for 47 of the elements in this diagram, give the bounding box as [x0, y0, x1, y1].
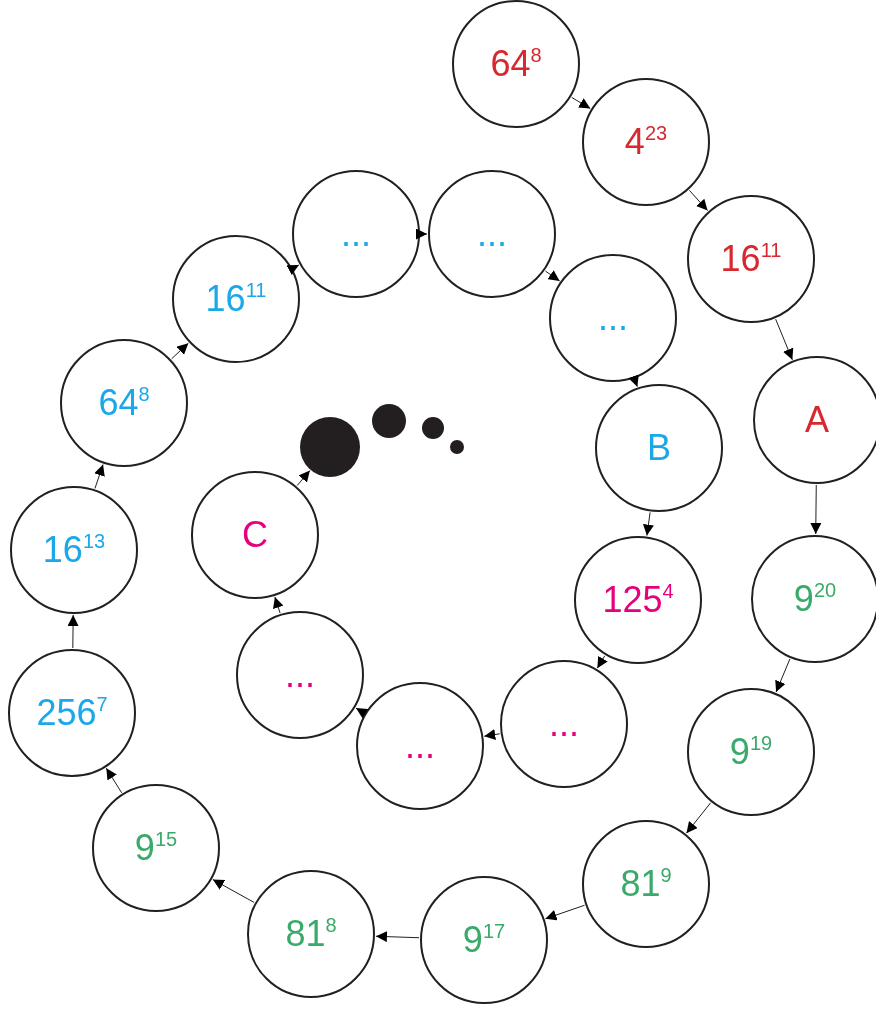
arrow: [810, 484, 822, 535]
arrow: [171, 342, 189, 360]
arrow: [544, 904, 586, 921]
arrow: [775, 658, 791, 693]
node-label: B: [647, 430, 671, 466]
arrow: [416, 228, 428, 240]
arrow: [212, 879, 255, 903]
arrow: [544, 270, 561, 282]
arrow: [596, 655, 608, 669]
arrow: [685, 802, 712, 834]
arrow: [355, 707, 369, 719]
node-label: ...: [549, 706, 579, 742]
node-label: 16$^{11}$: [720, 241, 782, 277]
node-label: ...: [477, 216, 507, 252]
arrow: [286, 264, 300, 276]
node-label: 9$^{15}$: [134, 830, 178, 866]
node-label: 16$^{11}$: [205, 281, 267, 317]
node-label: C: [242, 517, 268, 553]
node-label: 16$^{13}$: [42, 532, 106, 568]
node-label: ...: [598, 300, 628, 336]
node-label: 256$^{7}$: [36, 695, 108, 731]
filled-dot: [300, 417, 360, 477]
arrow: [688, 189, 709, 212]
node-label: A: [805, 402, 829, 438]
arrow: [628, 374, 639, 388]
node-label: ...: [285, 657, 315, 693]
node-label: 64$^{8}$: [490, 46, 542, 82]
node-label: 9$^{19}$: [729, 734, 773, 770]
node-label: 125$^{4}$: [602, 582, 674, 618]
node-label: 81$^{9}$: [620, 866, 672, 902]
arrow: [94, 464, 105, 489]
arrow: [105, 767, 123, 794]
arrow: [775, 318, 794, 361]
arrow: [273, 596, 284, 614]
node-label: 64$^{8}$: [98, 385, 150, 421]
node-label: 9$^{20}$: [793, 581, 837, 617]
node-label: ...: [405, 728, 435, 764]
arrow: [642, 511, 654, 537]
node-label: ...: [341, 216, 371, 252]
arrow: [375, 931, 420, 943]
arrow: [483, 729, 501, 740]
node-label: 9$^{17}$: [462, 922, 506, 958]
arrow: [571, 96, 591, 110]
node-label: 81$^{8}$: [285, 916, 337, 952]
arrow: [67, 614, 79, 649]
arrow: [296, 470, 311, 487]
node-label: 4$^{23}$: [624, 124, 668, 160]
